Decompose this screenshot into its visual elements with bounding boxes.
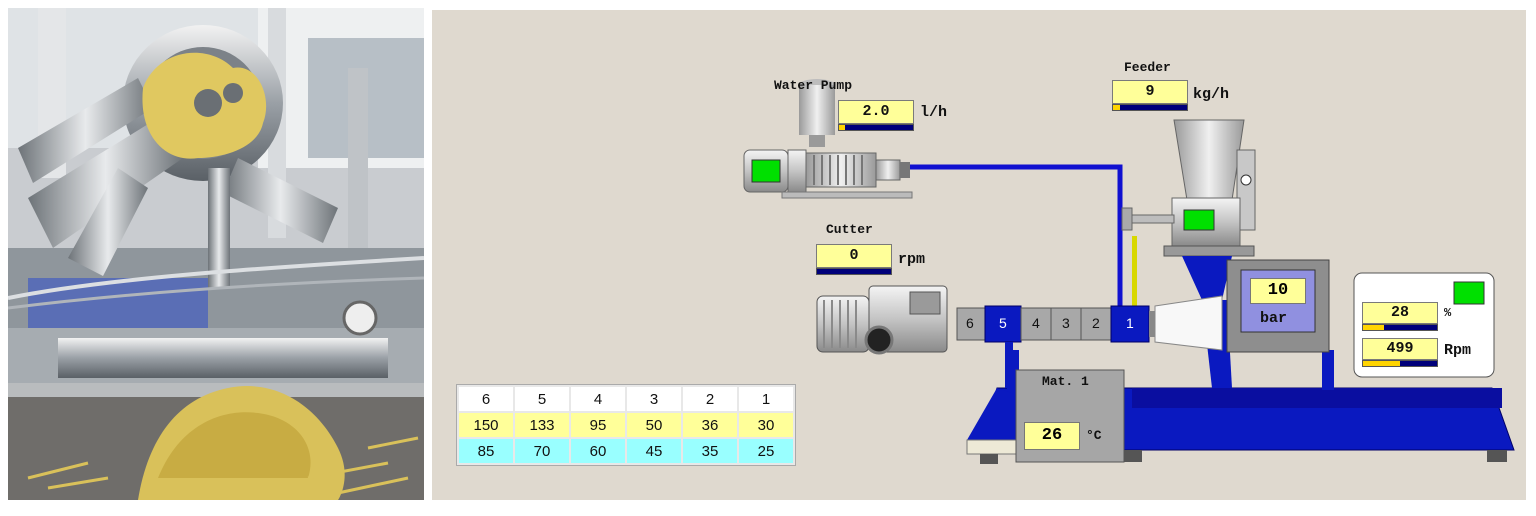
pressure-value[interactable]: 10	[1250, 278, 1306, 304]
water-pipe	[910, 164, 1123, 310]
barrel-section-6: 6	[966, 315, 974, 331]
motor-speed-unit: Rpm	[1444, 342, 1472, 359]
motor-speed-level-bar	[1362, 360, 1438, 367]
water-pump-value[interactable]: 2.0	[838, 100, 914, 124]
zone-header-row: 6 5 4 3 2 1	[459, 387, 793, 411]
cutter-unit: rpm	[898, 251, 926, 268]
material-temp-value[interactable]: 26	[1024, 422, 1080, 450]
motor-speed-value[interactable]: 499	[1362, 338, 1438, 360]
water-pump-graphic	[743, 79, 913, 199]
feed-chute	[1132, 236, 1137, 310]
water-pump-label: Water Pump	[774, 78, 853, 93]
water-pump-unit: l/h	[920, 104, 948, 121]
zone-header-cell: 3	[627, 387, 681, 411]
zone-actual-cell: 35	[683, 439, 737, 463]
zone-setpoint-cell[interactable]: 50	[627, 413, 681, 437]
barrel-section-4: 4	[1032, 315, 1040, 331]
zone-temperature-table: 6 5 4 3 2 1 150 133 95 50 36 30 85 70 60…	[456, 384, 796, 466]
feeder-unit: kg/h	[1193, 86, 1230, 103]
feeder-graphic	[1121, 119, 1256, 300]
barrel	[956, 295, 1223, 388]
cutter-value[interactable]: 0	[816, 244, 892, 268]
motor-load-unit: %	[1444, 306, 1452, 320]
hmi-panel: Water Pump 2.0 l/h Feeder 9 kg/h Cutter …	[432, 10, 1526, 500]
feeder-level-bar	[1112, 104, 1188, 111]
zone-header-cell: 2	[683, 387, 737, 411]
material-label: Mat. 1	[1042, 374, 1089, 389]
hmi-graphics	[743, 79, 1515, 464]
motor-load-value[interactable]: 28	[1362, 302, 1438, 324]
zone-setpoint-cell[interactable]: 95	[571, 413, 625, 437]
barrel-section-1: 1	[1126, 315, 1134, 331]
zone-actual-cell: 85	[459, 439, 513, 463]
zone-actual-cell: 60	[571, 439, 625, 463]
zone-setpoint-cell[interactable]: 36	[683, 413, 737, 437]
zone-actual-cell: 45	[627, 439, 681, 463]
cutter-motor-graphic	[816, 285, 948, 355]
zone-header-cell: 5	[515, 387, 569, 411]
zone-header-cell: 1	[739, 387, 793, 411]
water-pump-level-bar	[838, 124, 914, 131]
pressure-unit: bar	[1260, 310, 1288, 327]
zone-header-cell: 4	[571, 387, 625, 411]
barrel-section-5: 5	[999, 315, 1007, 331]
zone-actual-cell: 70	[515, 439, 569, 463]
zone-setpoint-cell[interactable]: 30	[739, 413, 793, 437]
zone-header-cell: 6	[459, 387, 513, 411]
motor-status-led	[1453, 281, 1485, 305]
extruder-photo	[8, 8, 424, 500]
cutter-label: Cutter	[826, 222, 873, 237]
zone-actual-cell: 25	[739, 439, 793, 463]
motor-load-level-bar	[1362, 324, 1438, 331]
zone-setpoint-row: 150 133 95 50 36 30	[459, 413, 793, 437]
feeder-value[interactable]: 9	[1112, 80, 1188, 104]
barrel-section-2: 2	[1092, 315, 1100, 331]
feeder-label: Feeder	[1124, 60, 1171, 75]
zone-actual-row: 85 70 60 45 35 25	[459, 439, 793, 463]
cutter-level-bar	[816, 268, 892, 275]
zone-setpoint-cell[interactable]: 133	[515, 413, 569, 437]
material-temp-unit: °C	[1086, 428, 1102, 443]
barrel-section-3: 3	[1062, 315, 1070, 331]
zone-setpoint-cell[interactable]: 150	[459, 413, 513, 437]
